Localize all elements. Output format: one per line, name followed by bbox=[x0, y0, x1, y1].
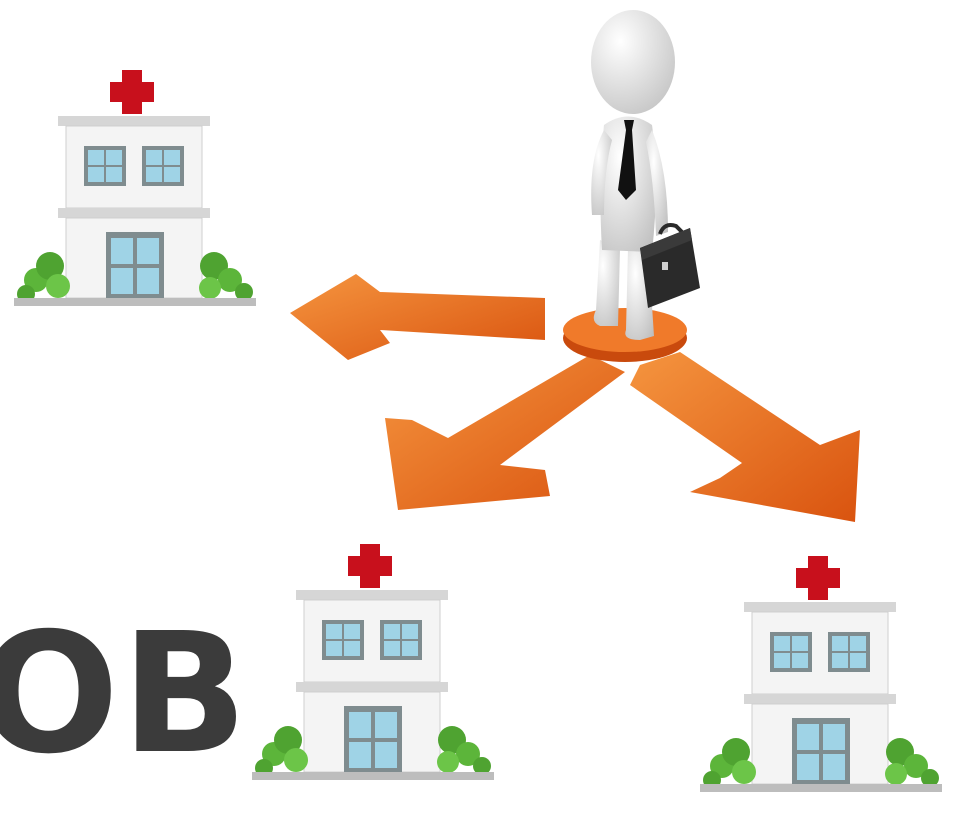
bush-right bbox=[885, 738, 939, 787]
bush-left bbox=[703, 738, 756, 789]
briefcase-icon bbox=[640, 223, 700, 308]
hospital-building-icon bbox=[700, 556, 942, 792]
platform-disc bbox=[563, 308, 687, 362]
businessman-figure-icon bbox=[591, 10, 675, 340]
red-cross-icon bbox=[348, 544, 392, 588]
red-cross-icon bbox=[110, 70, 154, 114]
red-cross-icon bbox=[796, 556, 840, 600]
caption-text: OB bbox=[0, 598, 250, 791]
bush-right bbox=[437, 726, 491, 775]
bush-left bbox=[17, 252, 70, 303]
arrow-left bbox=[290, 274, 545, 360]
bush-right bbox=[199, 252, 253, 301]
hospital-building-icon bbox=[252, 544, 494, 780]
bush-left bbox=[255, 726, 308, 777]
arrow-down-left bbox=[385, 355, 625, 510]
arrow-down-right bbox=[630, 352, 860, 522]
hospital-building-icon bbox=[14, 70, 256, 306]
